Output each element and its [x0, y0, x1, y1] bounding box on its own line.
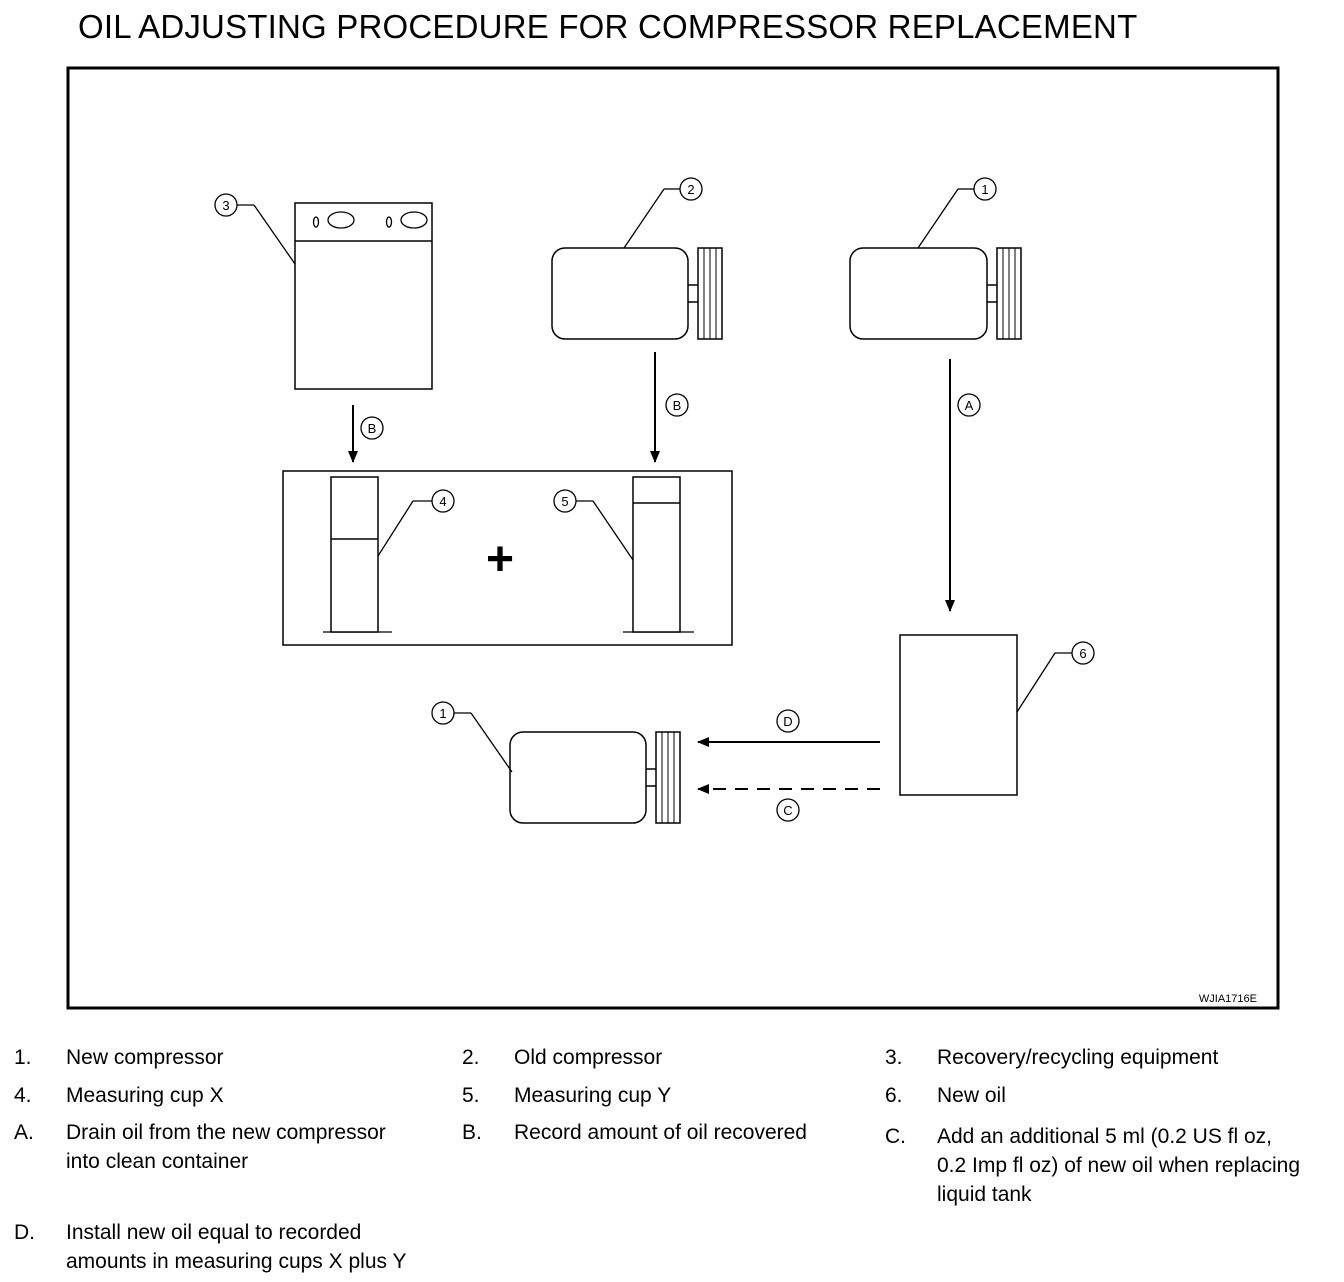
legend-key: A.	[14, 1121, 34, 1144]
new-oil-container	[899, 634, 1018, 796]
page-title: OIL ADJUSTING PROCEDURE FOR COMPRESSOR R…	[78, 8, 1138, 45]
new-compressor-top	[849, 247, 1022, 340]
old-compressor	[551, 247, 723, 340]
recovery-recycling-equipment	[294, 202, 433, 390]
arrow-c: C	[697, 784, 880, 822]
callout-3: 3	[214, 193, 296, 265]
arrow-b-left: B	[348, 405, 384, 463]
callout-5: 5	[553, 489, 634, 561]
arrow-b-left-label: B	[368, 421, 377, 436]
legend-key: B.	[462, 1121, 482, 1144]
legend-text: Install new oil equal to recorded	[66, 1221, 362, 1244]
callout-4: 4	[377, 489, 455, 557]
arrow-d: D	[697, 709, 880, 747]
figure-code: WJIA1716E	[1199, 993, 1257, 1005]
legend-text: New compressor	[66, 1046, 224, 1069]
callout-1-top: 1	[917, 177, 997, 249]
legend-text: Add an additional 5 ml (0.2 US fl oz,	[937, 1125, 1273, 1148]
arrow-a: A	[945, 359, 981, 612]
legend-key: 2.	[462, 1046, 480, 1069]
legend-text: Old compressor	[514, 1046, 663, 1069]
legend-text: Measuring cup Y	[514, 1084, 672, 1107]
legend-key: 5.	[462, 1084, 480, 1107]
legend-text: Drain oil from the new compressor	[66, 1121, 386, 1144]
legend-text: New oil	[937, 1084, 1006, 1107]
callout-1-top-label: 1	[981, 182, 988, 197]
legend-text: Measuring cup X	[66, 1084, 224, 1107]
arrow-b-mid-label: B	[673, 398, 682, 413]
measuring-cup-x	[323, 476, 392, 633]
legend-text: amounts in measuring cups X plus Y	[66, 1250, 407, 1273]
legend-text: Record amount of oil recovered	[514, 1121, 807, 1144]
callout-1-bottom: 1	[431, 701, 513, 773]
legend-key: 1.	[14, 1046, 32, 1069]
legend-key: 4.	[14, 1084, 32, 1107]
legend-key: 6.	[885, 1084, 903, 1107]
callout-5-label: 5	[561, 494, 568, 509]
legend-text: 0.2 Imp fl oz) of new oil when replacing	[937, 1154, 1301, 1177]
arrow-b-mid: B	[650, 352, 689, 463]
arrow-a-label: A	[965, 398, 974, 413]
legend-key: D.	[14, 1221, 35, 1244]
legend-key: C.	[885, 1125, 906, 1148]
diagram-frame	[66, 66, 1280, 1010]
callout-3-label: 3	[222, 198, 229, 213]
plus-sign: +	[486, 533, 514, 586]
legend-key: 3.	[885, 1046, 903, 1069]
procedure-diagram: 3 2 1 B B	[66, 66, 1280, 1010]
callout-2-label: 2	[687, 182, 694, 197]
measuring-cup-y	[623, 476, 694, 633]
arrow-c-label: C	[783, 803, 792, 818]
callout-2: 2	[623, 177, 703, 249]
callout-6: 6	[1016, 641, 1095, 713]
callout-4-label: 4	[439, 494, 446, 509]
legend-text: Recovery/recycling equipment	[937, 1046, 1219, 1069]
legend-text: liquid tank	[937, 1183, 1032, 1206]
callout-1-bottom-label: 1	[439, 706, 446, 721]
new-compressor-bottom	[509, 731, 681, 824]
callout-6-label: 6	[1079, 646, 1086, 661]
legend-text: into clean container	[66, 1150, 249, 1173]
arrow-d-label: D	[783, 714, 792, 729]
